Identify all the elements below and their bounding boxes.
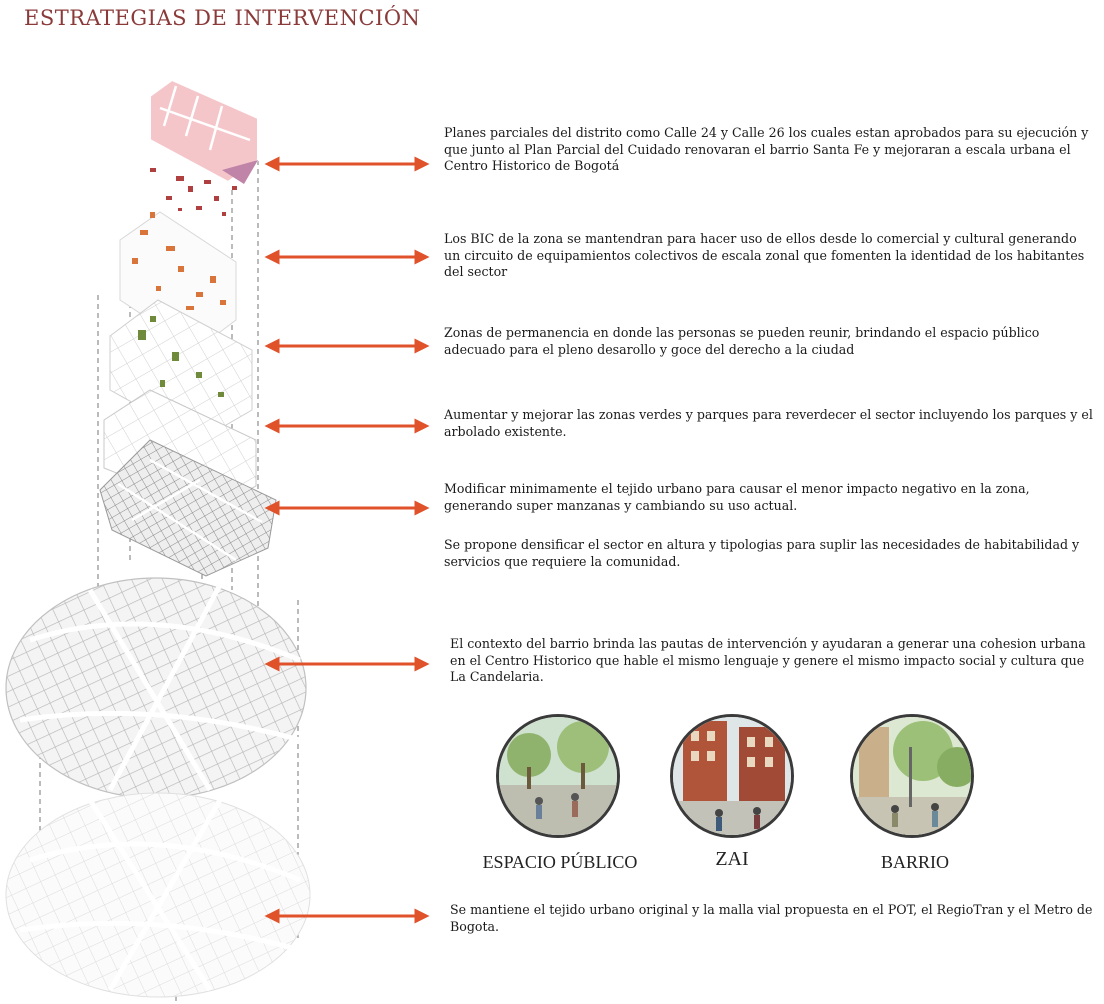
layer-urban-fabric <box>99 439 277 577</box>
strategy-text-3: Zonas de permanencia en donde las person… <box>444 325 1040 357</box>
layer-bic <box>150 168 237 216</box>
plaza-illustration-icon <box>499 717 617 835</box>
strategy-text-4: Aumentar y mejorar las zonas verdes y pa… <box>444 407 1093 439</box>
strategy-text-6: Se propone densificar el sector en altur… <box>444 537 1080 569</box>
street-illustration-icon <box>673 717 791 835</box>
arrows <box>264 156 430 924</box>
label-espacio-publico: ESPACIO PÚBLICO <box>482 852 638 872</box>
label-zai: ZAI <box>715 848 749 870</box>
strategy-text-5: Modificar minimamente el tejido urbano p… <box>444 481 1030 513</box>
strategy-text-1: Planes parciales del distrito como Calle… <box>444 125 1089 173</box>
page-title: ESTRATEGIAS DE INTERVENCIÓN <box>24 6 421 30</box>
strategy-text-8: Se mantiene el tejido urbano original y … <box>450 902 1093 934</box>
layer-partial-plans <box>149 78 259 184</box>
label-barrio: BARRIO <box>880 852 949 872</box>
layer-context <box>5 577 307 799</box>
strategy-text-7: El contexto del barrio brinda las pautas… <box>450 636 1086 684</box>
photo-zai <box>670 714 794 838</box>
strategy-text-2: Los BIC de la zona se mantendran para ha… <box>444 231 1085 279</box>
photo-barrio <box>850 714 974 838</box>
photo-espacio-publico <box>496 714 620 838</box>
layer-original-fabric <box>5 792 311 998</box>
